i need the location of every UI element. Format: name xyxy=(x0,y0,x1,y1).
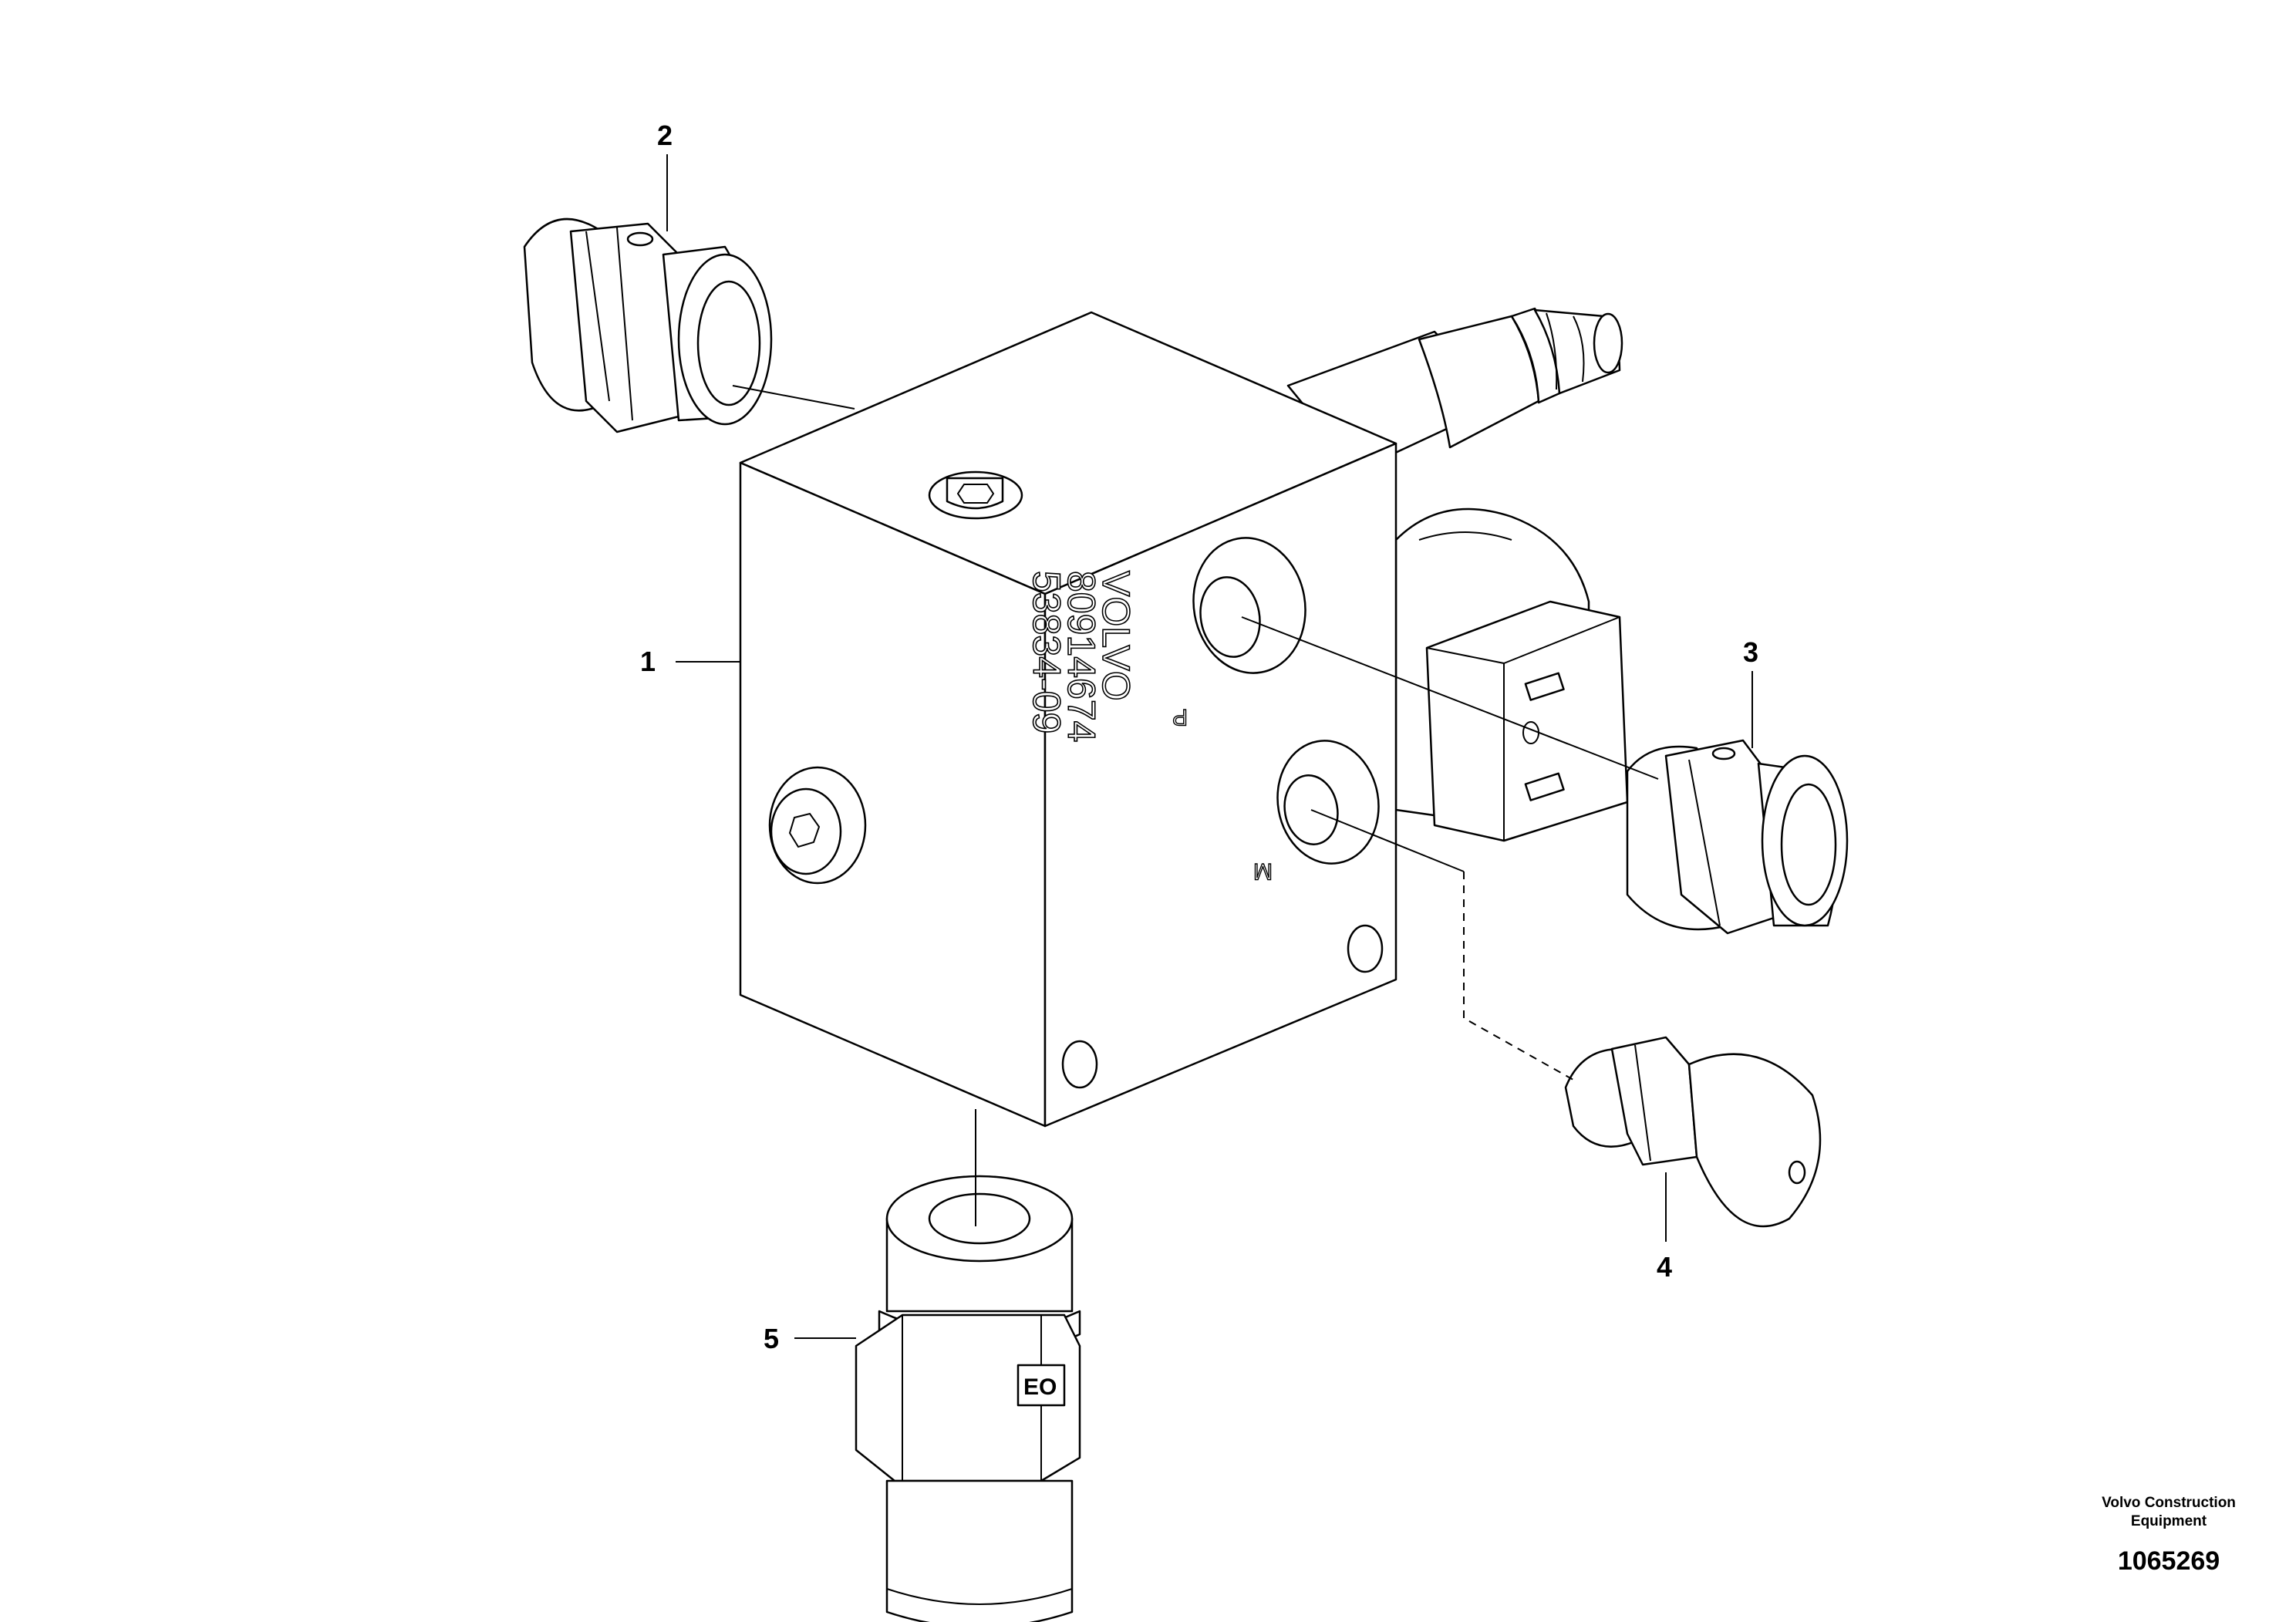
callout-2: 2 xyxy=(657,120,673,151)
credit-line-1: Volvo Construction xyxy=(2102,1495,2236,1511)
engraving-serial: 53834-09 xyxy=(1025,571,1068,733)
fitting-2 xyxy=(523,218,773,433)
engraving-part-number: 80914674 xyxy=(1060,571,1103,742)
credit-line-2: Equipment xyxy=(2131,1513,2207,1529)
leader-lines xyxy=(666,154,1753,1339)
callout-1: 1 xyxy=(640,646,656,677)
port-label-m: M xyxy=(1253,858,1273,884)
fitting-3 xyxy=(1626,739,1849,935)
fitting-5: EO xyxy=(855,1175,1081,1622)
callout-5: 5 xyxy=(764,1323,779,1354)
port-label-p: P xyxy=(1172,704,1188,730)
fitting-marking: EO xyxy=(1023,1374,1057,1400)
callout-4: 4 xyxy=(1657,1251,1672,1283)
reference-number: 1065269 xyxy=(2118,1546,2220,1576)
valve-block: VOLVO 80914674 53834-09 P M xyxy=(739,311,1397,1128)
callout-3: 3 xyxy=(1743,636,1758,668)
engraving-brand: VOLVO xyxy=(1094,571,1138,701)
solenoid-cartridge xyxy=(1286,307,1629,842)
sensor-4 xyxy=(1564,1036,1822,1228)
